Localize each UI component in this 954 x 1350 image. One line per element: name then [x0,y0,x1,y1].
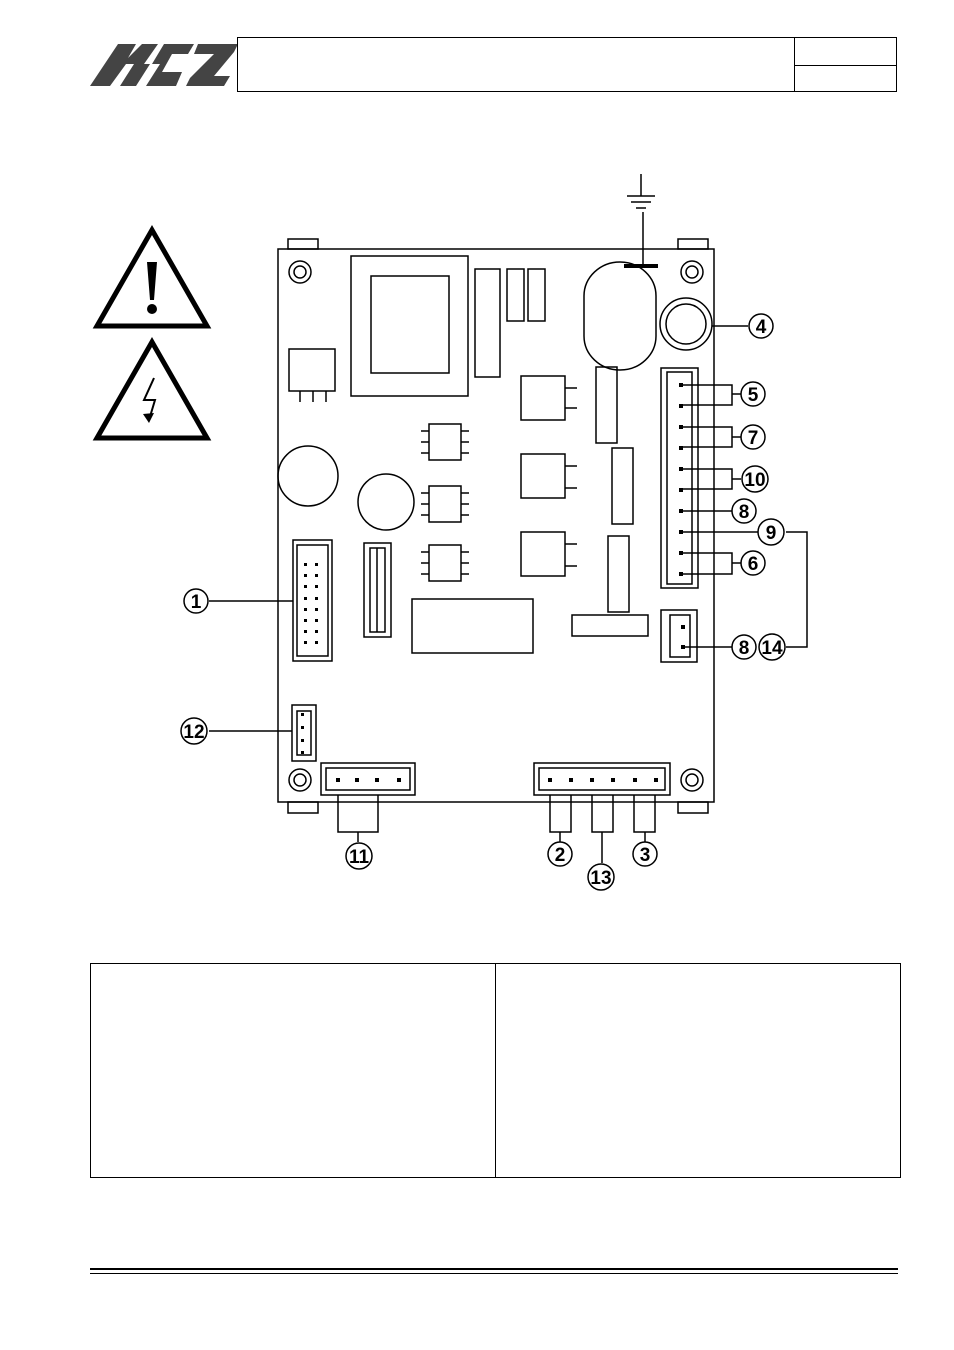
connector-small-right [660,609,698,663]
capacitor-round [277,445,339,507]
footer-rule [90,1268,898,1270]
relay-block [411,598,534,654]
legend-divider [495,964,496,1177]
capacitor-round [357,473,415,531]
callout-13: 13 [590,868,611,889]
callout-5: 5 [748,385,759,406]
callout-11: 11 [349,847,370,868]
callout-14: 14 [761,638,783,659]
transformer [350,255,469,397]
footer-rule-thin [90,1273,898,1274]
header-page-ref [794,38,896,91]
circuit-board-diagram: 1 2 3 4 5 6 7 8 8 9 10 11 12 13 14 [92,174,808,891]
terminal-block-bottom-right [533,762,671,796]
voltage-regulator [288,348,336,402]
ic-chip [421,423,469,461]
triac [520,375,577,421]
component-rect [527,268,546,322]
callout-1: 1 [191,592,202,613]
leader-lines [209,325,808,863]
callout-7: 7 [748,428,759,449]
callout-8: 8 [739,502,750,523]
triac [520,531,577,577]
ic-chip [421,485,469,523]
flat-cable-connector [292,539,333,662]
component-rect [571,614,649,637]
pcb-board [277,238,715,814]
ground-icon [624,174,658,268]
callout-10: 10 [744,470,765,491]
header-box [237,37,897,92]
mcz-logo [90,44,238,86]
callout-3: 3 [640,845,651,866]
ic-chip [421,544,469,582]
connector-small-left [291,704,317,762]
terminal-block-right [660,367,699,589]
terminal-block-bottom-left [320,762,416,796]
slot-connector [363,542,392,638]
callout-2: 2 [555,845,566,866]
callout-6: 6 [748,554,759,575]
legend-table [90,963,901,1178]
callout-8-lower: 8 [739,638,750,659]
callout-12: 12 [183,722,204,743]
component-rect [611,447,634,525]
electric-shock-warning-icon [92,336,212,441]
exclamation-warning-icon [92,224,212,329]
component-rect [607,535,630,613]
capacitor-large [583,261,657,371]
triac [520,453,577,499]
component-rect [474,268,501,378]
callout-4: 4 [756,317,767,338]
component-rect [506,268,525,322]
callout-circles [180,313,786,891]
header-right-divider [795,65,896,66]
component-rect [595,366,618,444]
callout-9: 9 [766,523,777,544]
buzzer [659,297,713,351]
